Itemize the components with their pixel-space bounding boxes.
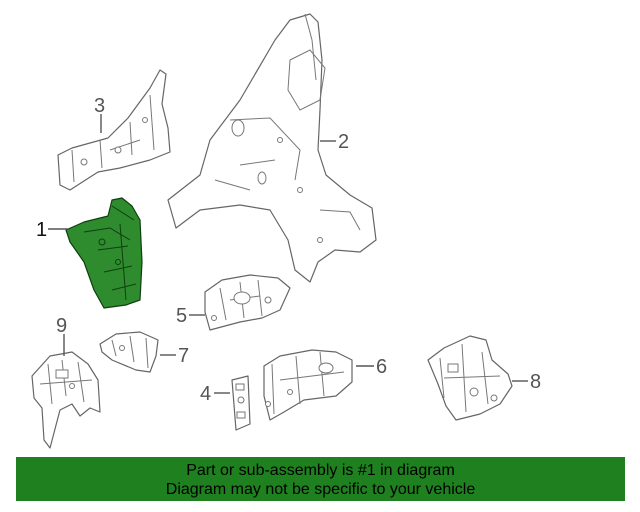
part-7[interactable] xyxy=(99,331,159,373)
callout-2[interactable]: 2 xyxy=(338,131,349,153)
callout-5[interactable]: 5 xyxy=(176,305,187,327)
callout-8[interactable]: 8 xyxy=(530,371,541,393)
info-banner: Part or sub-assembly is #1 in diagram Di… xyxy=(16,457,625,501)
callout-3[interactable]: 3 xyxy=(94,95,105,117)
part-9[interactable] xyxy=(31,351,101,449)
callout-9[interactable]: 9 xyxy=(56,315,67,337)
part-8[interactable] xyxy=(427,335,513,421)
banner-line-2: Diagram may not be specific to your vehi… xyxy=(165,481,476,498)
part-3[interactable] xyxy=(57,69,171,191)
banner-line-1: Part or sub-assembly is #1 in diagram xyxy=(186,462,455,479)
parts-diagram: 3 2 1 5 7 xyxy=(31,13,541,449)
callout-4[interactable]: 4 xyxy=(200,383,211,405)
callout-1[interactable]: 1 xyxy=(36,219,47,241)
part-2[interactable] xyxy=(167,13,377,283)
part-5[interactable] xyxy=(204,274,291,331)
callout-6[interactable]: 6 xyxy=(376,356,387,378)
part-4[interactable] xyxy=(231,375,251,431)
part-6[interactable] xyxy=(263,349,353,421)
part-1[interactable] xyxy=(65,197,143,309)
callout-7[interactable]: 7 xyxy=(178,345,189,367)
